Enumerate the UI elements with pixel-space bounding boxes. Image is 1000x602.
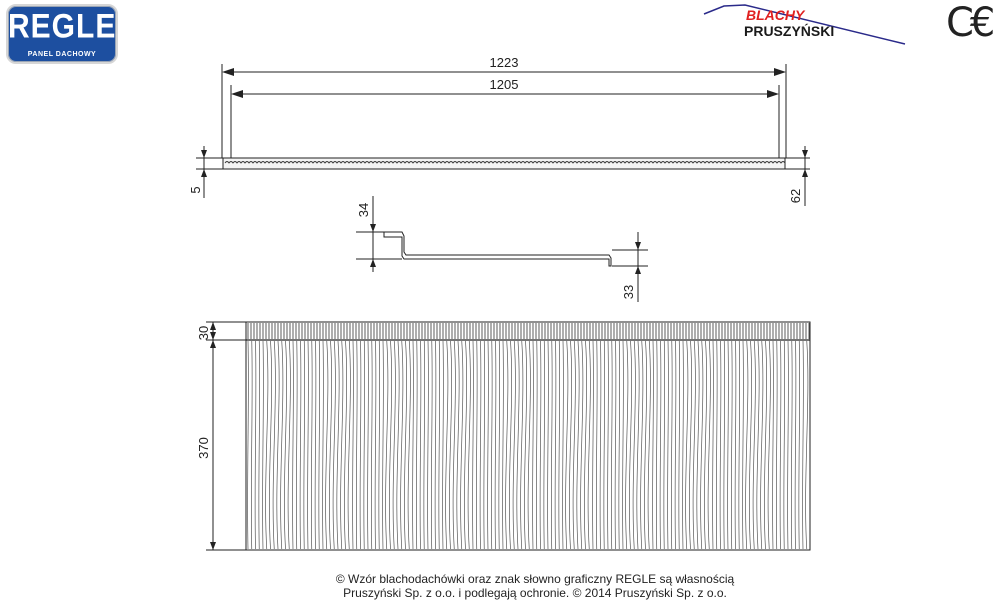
front-view-panel — [245, 321, 811, 551]
dimension-label-1223: 1223 — [490, 55, 519, 70]
top-profile-strip — [196, 146, 810, 206]
front-view-arrowheads — [210, 322, 216, 550]
copyright-line-1: © Wzór blachodachówki oraz znak słowno g… — [335, 572, 735, 586]
top-view-dimensions — [221, 64, 787, 158]
regle-logo-word: REGLE — [8, 7, 117, 46]
top-profile-wave — [224, 161, 786, 164]
dimension-label-62: 62 — [788, 189, 803, 203]
front-view-dimensions — [206, 321, 246, 551]
dimension-label-5: 5 — [188, 186, 203, 193]
dimension-label-33: 33 — [621, 285, 636, 299]
front-view-body-ribs — [247, 340, 809, 550]
regle-logo-subtitle: PANEL DACHOWY — [27, 51, 97, 58]
side-profile-arrowheads — [370, 224, 641, 274]
regle-logo: REGLE PANEL DACHOWY — [6, 4, 118, 64]
front-view-top-ribs — [247, 323, 810, 339]
pruszynski-logo-swoosh — [703, 4, 906, 45]
pruszynski-logo-line2: PRUSZYŃSKI — [744, 23, 834, 39]
dimension-label-370: 370 — [196, 437, 211, 459]
dimension-label-1205: 1205 — [490, 77, 519, 92]
pruszynski-logo: BLACHY PRUSZYŃSKI — [703, 4, 906, 45]
pruszynski-logo-line1: BLACHY — [746, 7, 806, 23]
dimension-label-34: 34 — [356, 203, 371, 217]
copyright-line-2: Pruszyński Sp. z o.o. i podlegają ochron… — [343, 586, 727, 600]
ce-mark: C€ — [946, 0, 995, 46]
copyright-notice: © Wzór blachodachówki oraz znak słowno g… — [0, 572, 1000, 600]
dimension-label-30: 30 — [196, 326, 211, 340]
side-profile — [356, 196, 648, 302]
top-view-arrowheads — [222, 68, 786, 98]
